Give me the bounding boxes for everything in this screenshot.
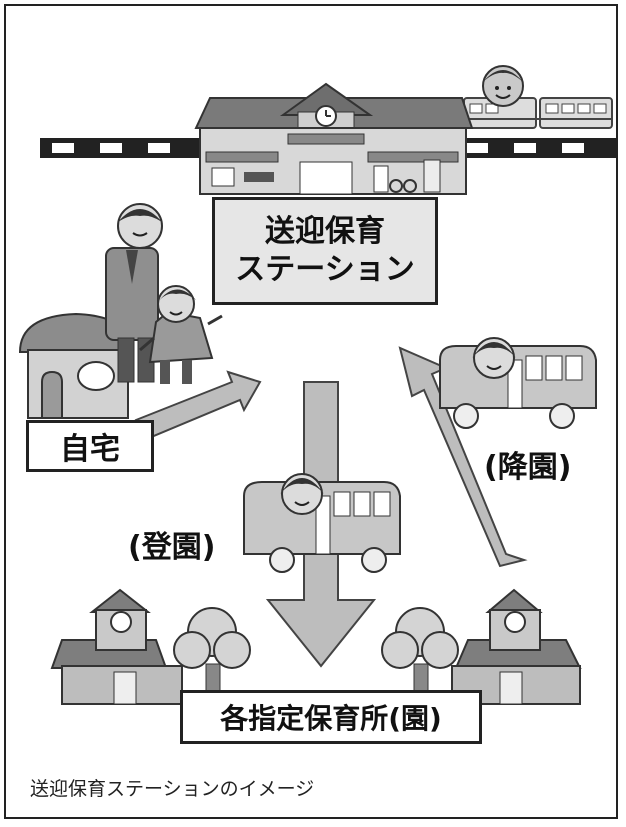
caption: 送迎保育ステーションのイメージ bbox=[30, 778, 315, 800]
station-label-line-1: 送迎保育 bbox=[265, 213, 385, 249]
house-illustration bbox=[18, 312, 134, 419]
station-building bbox=[194, 82, 474, 195]
home-label: 自宅 bbox=[60, 432, 120, 467]
station-label-box: 送迎保育 ステーション bbox=[212, 197, 438, 305]
nursery-label: 各指定保育所(園) bbox=[220, 702, 442, 735]
tree-left bbox=[173, 607, 251, 693]
home-label-box: 自宅 bbox=[26, 420, 154, 472]
tree-right bbox=[381, 607, 459, 693]
nursery-building-left bbox=[50, 588, 183, 705]
parent-and-child-illustration bbox=[105, 203, 223, 384]
station-label-line-2: ステーション bbox=[235, 252, 415, 287]
bus-illustration-drop-off bbox=[243, 473, 401, 573]
bus-illustration-pick-up bbox=[439, 337, 597, 429]
pick-up-label: (降園) bbox=[484, 450, 572, 485]
nursery-label-box: 各指定保育所(園) bbox=[180, 690, 482, 744]
nursery-building-right bbox=[451, 588, 582, 705]
train-illustration bbox=[463, 65, 613, 129]
drop-off-label: (登園) bbox=[128, 530, 216, 565]
